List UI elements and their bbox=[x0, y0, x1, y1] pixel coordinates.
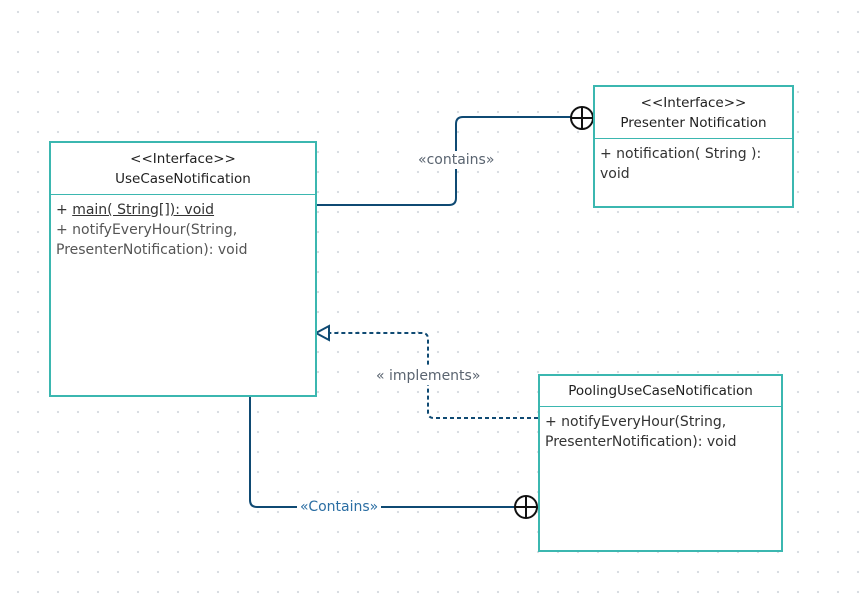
member-operation[interactable]: + notifyEveryHour(String, bbox=[545, 414, 727, 430]
contains-pooling-label: «Contains» bbox=[297, 498, 382, 516]
circle-plus-icon bbox=[570, 106, 594, 130]
presenter-notification-class[interactable]: <<Interface>> Presenter Notification + n… bbox=[593, 85, 794, 208]
member-operation[interactable]: + notification( String ): bbox=[600, 146, 762, 162]
class-stereotype: <<Interface>> bbox=[640, 94, 747, 111]
presenter-notification-members: + notification( String ): void bbox=[595, 139, 792, 189]
pooling-use-case-notification-members: + notifyEveryHour(String, PresenterNotif… bbox=[540, 407, 781, 457]
use-case-notification-header: <<Interface>> UseCaseNotification bbox=[51, 143, 315, 195]
visibility-marker: + bbox=[56, 202, 73, 218]
member-operation-continued: PresenterNotification): void bbox=[545, 434, 737, 450]
member-operation-continued: void bbox=[600, 166, 630, 182]
contains-presenter-label: «contains» bbox=[415, 151, 498, 169]
class-name: PoolingUseCaseNotification bbox=[568, 383, 753, 399]
circle-plus-icon bbox=[514, 495, 538, 519]
member-operation-continued: PresenterNotification): void bbox=[56, 242, 248, 258]
class-name: UseCaseNotification bbox=[115, 170, 251, 187]
member-operation[interactable]: + notifyEveryHour(String, bbox=[56, 222, 238, 238]
implements-label: « implements» bbox=[373, 367, 484, 385]
presenter-notification-header: <<Interface>> Presenter Notification bbox=[595, 87, 792, 139]
use-case-notification-class[interactable]: <<Interface>> UseCaseNotification + main… bbox=[49, 141, 317, 397]
contains-pooling-connector[interactable] bbox=[249, 396, 515, 508]
pooling-use-case-notification-class[interactable]: PoolingUseCaseNotification + notifyEvery… bbox=[538, 374, 783, 552]
class-name: Presenter Notification bbox=[620, 114, 767, 131]
static-operation-name: main( String[]): void bbox=[72, 202, 215, 218]
class-stereotype: <<Interface>> bbox=[130, 150, 236, 167]
member-operation[interactable]: + main( String[]): void bbox=[56, 200, 310, 220]
hollow-triangle-arrow-icon bbox=[313, 324, 330, 342]
pooling-use-case-notification-header: PoolingUseCaseNotification bbox=[540, 376, 781, 407]
use-case-notification-members: + main( String[]): void + notifyEveryHou… bbox=[51, 195, 315, 265]
